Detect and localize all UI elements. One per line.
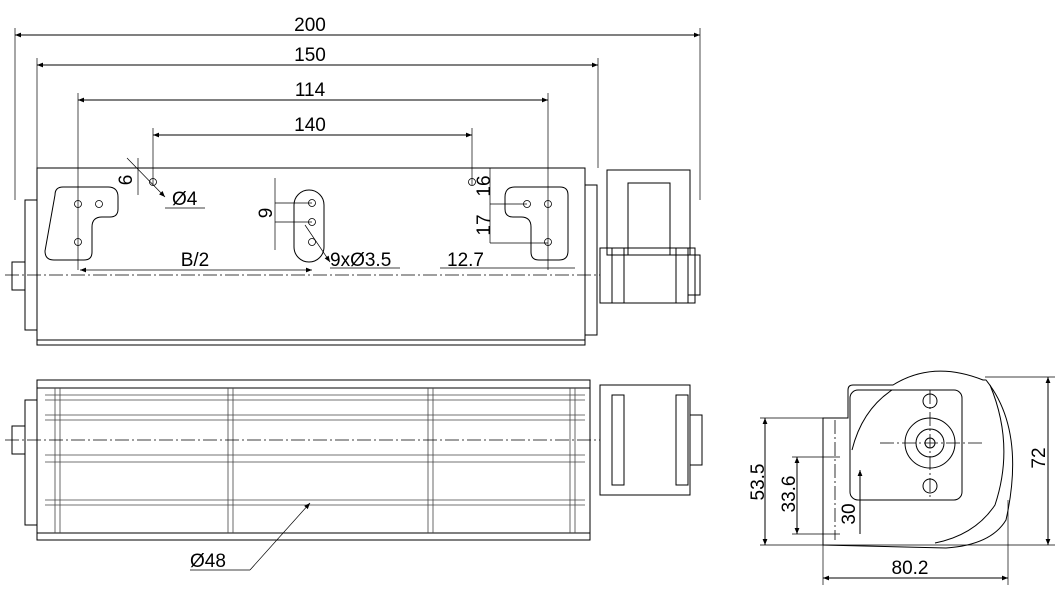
motor-front [599,384,703,496]
dim-b-half: B/2 [181,250,210,271]
left-bracket [44,186,119,261]
dim-30: 30 [839,503,860,524]
top-view: 200 150 114 140 [5,15,701,346]
front-view: Ø48 [5,379,703,572]
dim-140: 140 [294,115,326,136]
side-view: 53.5 33.6 30 72 80.2 [748,370,1055,585]
dim-lines [15,32,700,138]
center-slot [293,189,325,263]
housing-front [36,379,591,541]
dim-12-7: 12.7 [447,250,484,271]
dim-17: 17 [474,214,495,235]
dim-16: 16 [474,175,495,196]
dim-9: 9 [256,208,277,219]
side-housing [822,370,1014,549]
end-plate-left [24,199,38,331]
dim-80-2: 80.2 [892,558,929,579]
right-bracket [504,186,569,261]
end-plate-right [584,184,598,336]
motor-top [599,169,701,304]
extension-lines [14,28,701,270]
dim-6: 6 [116,175,137,186]
dim-hole-4: Ø4 [172,189,198,210]
dim-rotor-48: Ø48 [190,551,226,572]
dim-200: 200 [294,15,326,36]
dim-72: 72 [1029,447,1050,468]
dim-150: 150 [294,45,326,66]
rotor-blades [45,388,585,533]
dim-53-5: 53.5 [748,464,769,501]
housing-top [36,167,586,346]
dim-33-6: 33.6 [779,476,800,513]
dim-9x3-5: 9xØ3.5 [330,250,391,271]
dim-114: 114 [295,80,326,101]
motor-plate [849,389,963,501]
